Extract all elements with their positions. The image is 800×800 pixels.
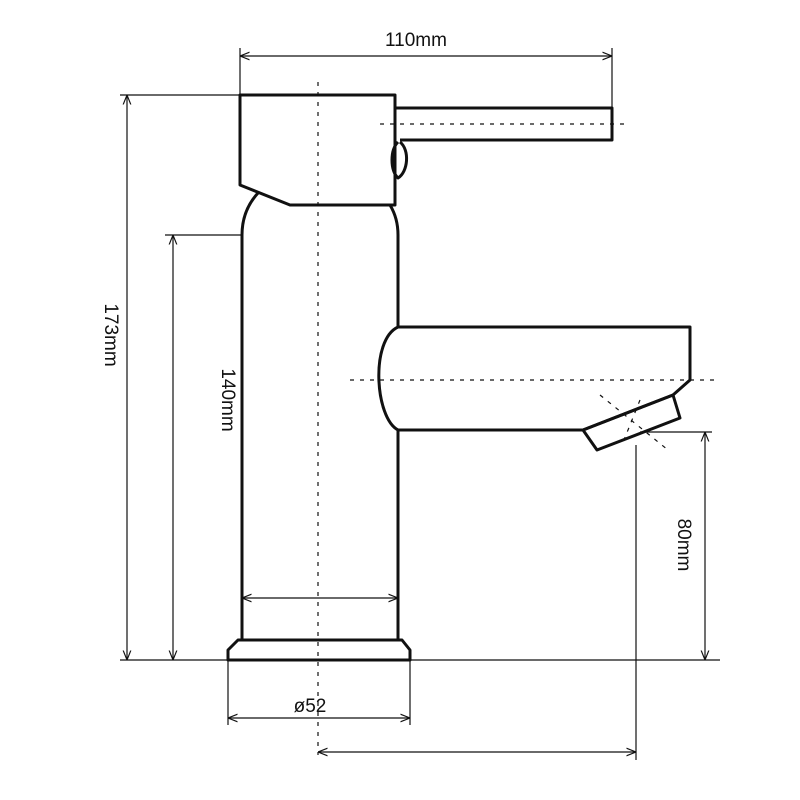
spout-height-dimension: 80mm — [640, 431, 712, 660]
total-height-label: 173mm — [100, 303, 121, 366]
width-label: 110mm — [385, 30, 447, 51]
spout-height-label: 80mm — [673, 519, 694, 572]
aerator — [581, 393, 682, 452]
width-dimension: 110mm — [239, 30, 613, 108]
body-height-label: 140mm — [217, 368, 238, 431]
aerator-centerline-a — [599, 394, 669, 451]
handle-cap — [238, 93, 397, 207]
center-lines — [317, 82, 715, 755]
total-height-dimension: 173mm — [100, 94, 240, 660]
spout — [377, 325, 692, 432]
aerator-centerline-b — [621, 399, 641, 446]
faucet-body — [240, 235, 400, 640]
base-ring — [226, 638, 412, 662]
base-diameter-label: ø52 — [294, 696, 327, 717]
base-diameter-dimension: ø52 — [227, 660, 411, 725]
faucet-outline — [226, 93, 692, 662]
lever-knob — [390, 140, 408, 180]
body-height-dimension: 140mm — [165, 234, 242, 660]
spout-reach-dimension — [318, 445, 637, 760]
body-shoulder — [240, 191, 400, 236]
